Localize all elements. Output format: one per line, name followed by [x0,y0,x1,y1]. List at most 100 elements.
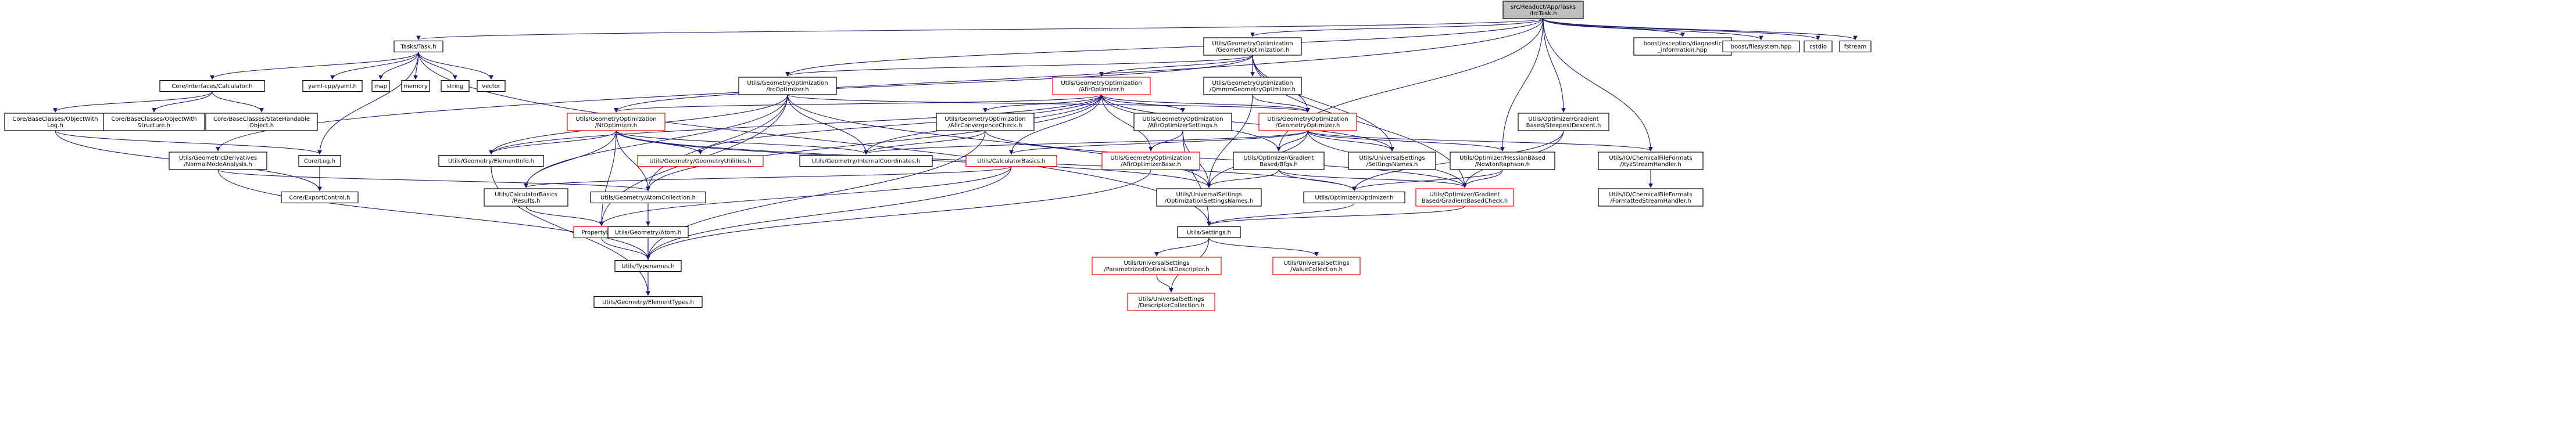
graph-node-export-control[interactable]: Core/ExportControl.h [281,191,359,204]
node-box [1839,40,1872,53]
graph-node-geo-optimizer[interactable]: Utils/GeometryOptimization/GeometryOptim… [1258,113,1357,131]
graph-node-afir[interactable]: Utils/GeometryOptimization/AfirOptimizer… [1052,77,1151,95]
node-label: Utils/Optimizer/Optimizer.h [1315,195,1393,201]
edge-geo-optimizer-to-bfgs [1276,130,1308,152]
graph-node-string[interactable]: string [441,80,470,92]
graph-node-settings-names[interactable]: Utils/UniversalSettings/SettingsNames.h [1348,152,1436,170]
graph-node-fstream[interactable]: fstream [1839,40,1872,53]
edge-root-to-bfgs [1276,18,1544,152]
edge-tasks-task-to-yaml [330,52,419,80]
graph-node-typenames[interactable]: Utils/Typenames.h [614,260,682,272]
graph-node-tasks-task[interactable]: Tasks/Task.h [393,40,443,53]
graph-node-calc-basics[interactable]: Utils/CalculatorBasics.h [965,154,1057,167]
graph-node-yaml[interactable]: yaml-cpp/yaml.h [302,80,363,92]
graph-node-root[interactable]: src/Readuct/App/Tasks/IrcTask.h [1502,1,1584,19]
node-label: Utils/GeometricDerivatives [179,155,257,161]
node-box [1177,226,1241,239]
graph-node-value-coll[interactable]: Utils/UniversalSettings/ValueCollection.… [1272,257,1361,275]
graph-node-afir-conv[interactable]: Utils/GeometryOptimization/AfirConvergen… [936,113,1035,131]
node-label: /AfirOptimizerSettings.h [1148,123,1218,129]
graph-node-newton[interactable]: Utils/Optimizer/HessianBased/NewtonRaphs… [1450,152,1555,170]
graph-node-atom-collection[interactable]: Utils/Geometry/AtomCollection.h [590,191,706,204]
node-label: Utils/GeometryOptimization [747,80,828,87]
edge-root-to-tasks-task [416,18,1544,41]
edge-nt-opt-to-internal-coords [616,130,868,155]
edge-normal-mode-to-typenames [217,169,650,260]
graph-node-param-opt[interactable]: Utils/UniversalSettings/ParametrizedOpti… [1092,257,1222,275]
edge-root-to-ircopt [785,18,1544,77]
node-label: /QmmmGeometryOptimizer.h [1210,87,1296,93]
graph-node-geoopt[interactable]: Utils/GeometryOptimization/GeometryOptim… [1203,37,1302,56]
graph-node-internal-coords[interactable]: Utils/Geometry/InternalCoordinates.h [799,154,933,167]
node-box [1415,188,1514,207]
node-label: string [447,84,464,90]
graph-node-calc-results[interactable]: Utils/CalculatorBasics/Results.h [484,188,568,207]
nodes-layer: src/Readuct/App/Tasks/IrcTask.hTasks/Tas… [4,1,1872,311]
edge-tasks-task-to-vector [418,52,493,80]
edge-calculator-to-obj-struct [152,91,213,113]
node-box [281,191,359,204]
graph-node-grad-steep[interactable]: Utils/Optimizer/GradientBased/SteepestDe… [1518,113,1609,131]
graph-node-ircopt[interactable]: Utils/GeometryOptimization/IrcOptimizer.… [738,77,837,95]
graph-node-desc-coll[interactable]: Utils/UniversalSettings/DescriptorCollec… [1127,293,1215,311]
node-label: /SettingsNames.h [1366,161,1418,168]
edge-afir-to-atom-collection [646,94,1102,192]
edge-root-to-fstream [1543,18,1858,41]
node-box [371,80,390,92]
graph-node-afir-base[interactable]: Utils/GeometryOptimization/AfirOptimizer… [1101,152,1200,170]
node-label: Utils/GeometryOptimization [944,116,1025,123]
node-label: /AfirOptimizer.h [1079,87,1124,93]
graph-node-memory[interactable]: memory [401,80,430,92]
node-label: Utils/Settings.h [1187,230,1231,236]
edge-afir-settings-to-settings [1182,130,1211,226]
graph-node-formatted-stream[interactable]: Utils/IO/ChemicalFileFormats/FormattedSt… [1598,188,1704,207]
node-label: /ValueCollection.h [1290,266,1343,273]
edge-nt-opt-to-calc-results [524,130,617,188]
node-label: Tasks/Task.h [400,44,436,51]
node-label: Structure.h [138,123,170,129]
edge-tasks-task-to-string [418,52,457,80]
node-box [1258,113,1357,131]
graph-node-vector[interactable]: vector [477,80,506,92]
edge-qmmm-to-opt-settings-names [1207,94,1253,188]
graph-node-map[interactable]: map [371,80,390,92]
graph-node-xyz[interactable]: Utils/IO/ChemicalFileFormats/XyzStreamHa… [1598,152,1704,170]
graph-node-boost-fs[interactable]: boost/filesystem.hpp [1722,40,1800,53]
graph-node-bfgs[interactable]: Utils/Optimizer/GradientBased/Bfgs.h [1233,152,1325,170]
graph-node-grad-check[interactable]: Utils/Optimizer/GradientBased/GradientBa… [1415,188,1514,207]
graph-node-cstdio[interactable]: cstdio [1804,40,1833,53]
graph-node-afir-settings[interactable]: Utils/GeometryOptimization/AfirOptimizer… [1133,113,1232,131]
graph-node-atom[interactable]: Utils/Geometry/Atom.h [607,226,689,239]
node-label: Utils/Geometry/Atom.h [615,230,682,236]
node-box [637,154,764,167]
node-label: Utils/CalculatorBasics.h [977,159,1045,165]
edge-nt-opt-to-property-list [599,130,617,226]
graph-node-element-types[interactable]: Utils/Geometry/ElementTypes.h [593,296,703,308]
node-label: PropertyList.h [581,230,621,236]
graph-node-normal-mode[interactable]: Utils/GeometricDerivatives/NormalModeAna… [169,152,267,170]
graph-node-core-log[interactable]: Core/Log.h [298,154,341,167]
node-label: vector [482,84,501,90]
graph-node-calculator[interactable]: Core/Interfaces/Calculator.h [159,80,265,92]
graph-node-geo-utils[interactable]: Utils/Geometry/GeometryUtilities.h [637,154,764,167]
node-label: memory [403,84,428,90]
node-box [1203,37,1302,56]
graph-node-boost-exc[interactable]: boost/exception/diagnostic_information.h… [1633,37,1732,56]
graph-node-optimizer[interactable]: Utils/Optimizer/Optimizer.h [1303,191,1405,204]
node-label: Utils/CalculatorBasics [495,192,557,198]
edge-calc-basics-to-typenames [646,166,1012,260]
node-label: /DescriptorCollection.h [1138,302,1204,309]
edge-afir-to-afir-base [1101,94,1153,152]
edge-afir-to-settings-names [1101,94,1394,152]
graph-node-opt-settings-names[interactable]: Utils/UniversalSettings/OptimizationSett… [1156,188,1262,207]
graph-node-qmmm[interactable]: Utils/GeometryOptimization/QmmmGeometryO… [1203,77,1302,95]
graph-node-nt-opt[interactable]: Utils/GeometryOptimization/NtOptimizer.h [567,113,666,131]
graph-node-settings[interactable]: Utils/Settings.h [1177,226,1241,239]
node-label: Utils/GeometryOptimization [1142,116,1223,123]
graph-node-element-info[interactable]: Utils/Geometry/ElementInfo.h [438,154,544,167]
node-label: yaml-cpp/yaml.h [308,84,357,90]
